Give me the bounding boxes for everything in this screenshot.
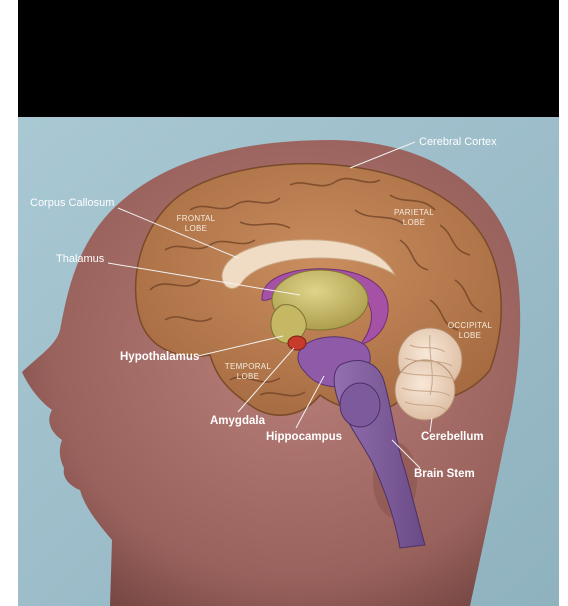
frontal-lobe-label-line1: FRONTAL (177, 214, 216, 223)
brain-stem-label: Brain Stem (414, 468, 475, 480)
cerebral-cortex-label: Cerebral Cortex (419, 136, 497, 148)
hypothalamus-label: Hypothalamus (120, 351, 199, 363)
amygdala-label: Amygdala (210, 415, 266, 427)
thalamus-label: Thalamus (56, 253, 105, 265)
temporal-lobe-label-line1: TEMPORAL (225, 362, 272, 371)
temporal-lobe-label-line2: LOBE (237, 372, 260, 381)
pons (340, 383, 380, 427)
amygdala (288, 336, 306, 350)
frontal-lobe-label-line2: LOBE (185, 224, 208, 233)
hippocampus-label: Hippocampus (266, 431, 342, 443)
occipital-lobe-label-line2: LOBE (459, 331, 482, 340)
parietal-lobe-label-line1: PARIETAL (394, 208, 434, 217)
black-header-band (18, 0, 559, 117)
occipital-lobe-label-line1: OCCIPITAL (448, 321, 493, 330)
cerebellum-label: Cerebellum (421, 431, 484, 443)
corpus-callosum-label: Corpus Callosum (30, 197, 114, 209)
parietal-lobe-label-line2: LOBE (403, 218, 426, 227)
